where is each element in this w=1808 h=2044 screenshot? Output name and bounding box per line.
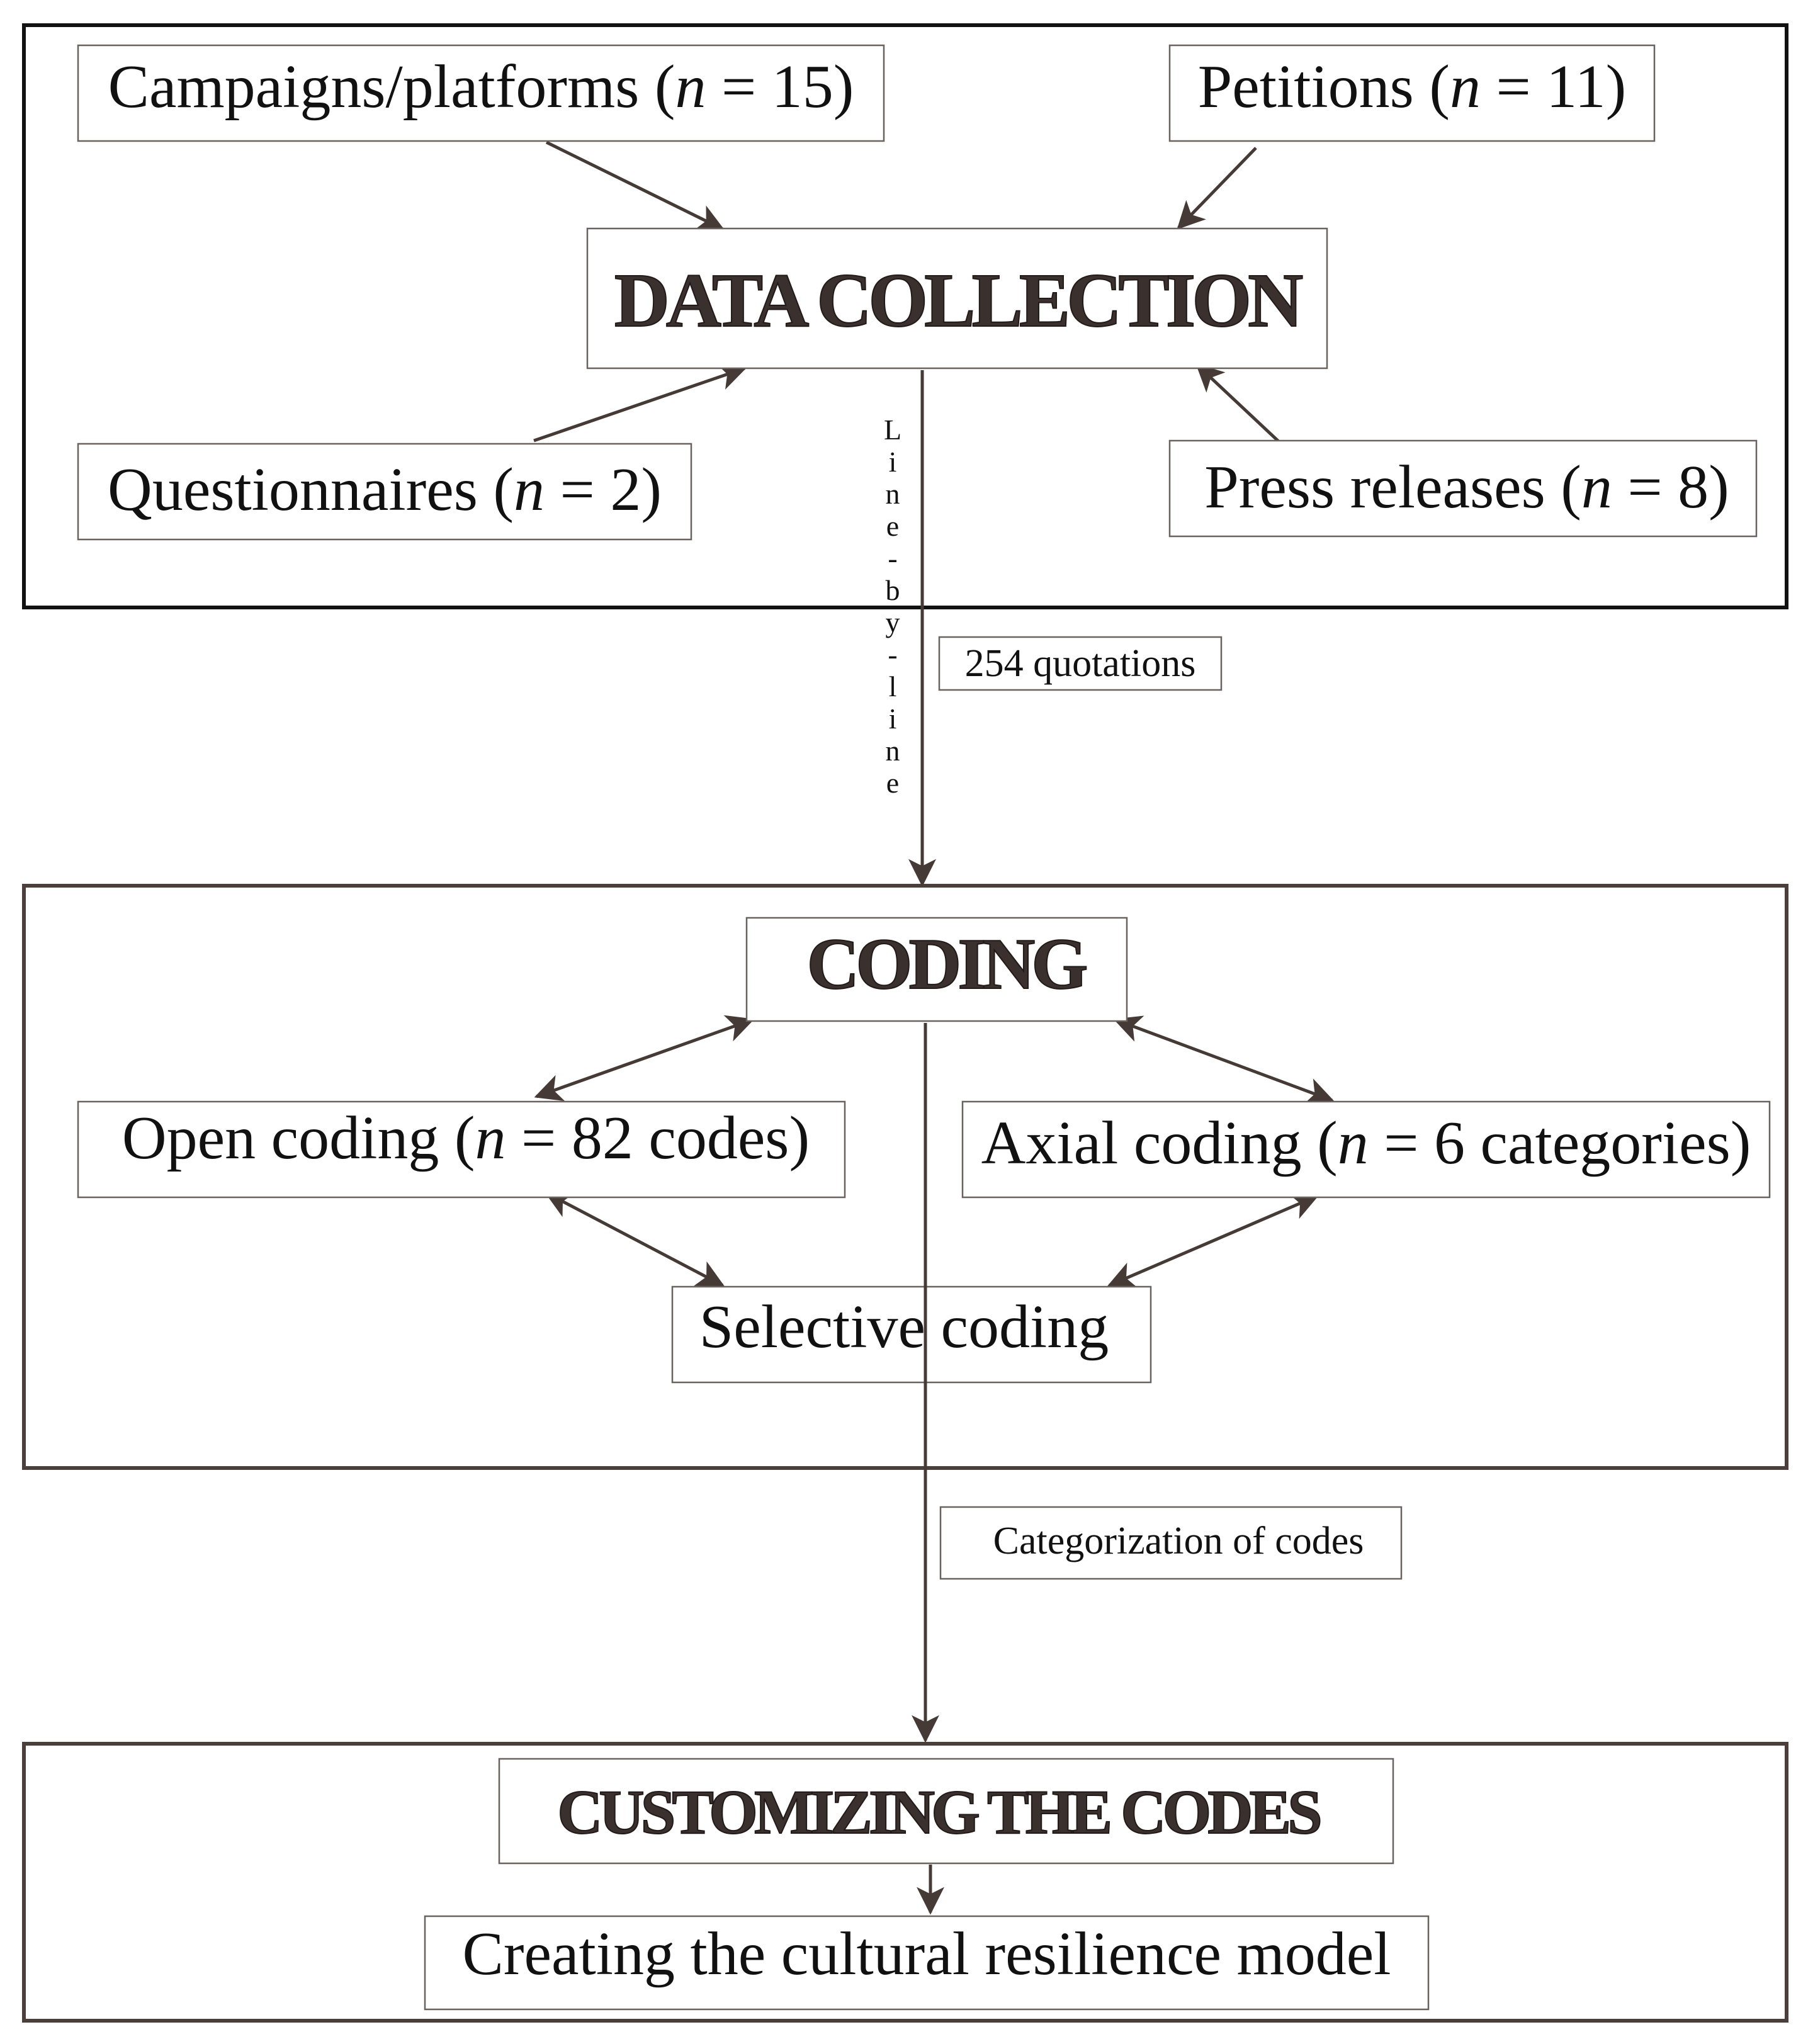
svg-text:Open coding (n = 82 codes): Open coding (n = 82 codes) xyxy=(122,1104,810,1172)
customizing-section xyxy=(22,1742,1788,2023)
campaigns-node: Campaigns/platforms (n = 15) xyxy=(77,44,885,142)
quotations-count-node: 254 quotations xyxy=(938,636,1223,691)
quotations-count-label: 254 quotations xyxy=(965,642,1196,685)
customizing-heading: CUSTOMIZING THE CODES xyxy=(557,1777,1320,1847)
line-by-line-char: - xyxy=(888,638,897,670)
axial-coding-count: = 6 categories) xyxy=(1369,1109,1751,1177)
open-selective-coding-arrow xyxy=(544,1191,725,1287)
selective-coding-label: Selective coding xyxy=(699,1293,1109,1361)
data-collection-node: DATA COLLECTION xyxy=(586,227,1328,370)
svg-text:Axial coding (n = 6 categories: Axial coding (n = 6 categories) xyxy=(981,1109,1751,1177)
coding-node: CODING xyxy=(745,917,1128,1022)
svg-text:Petitions (n = 11): Petitions (n = 11) xyxy=(1198,53,1626,121)
svg-text:Press releases (n = 8): Press releases (n = 8) xyxy=(1204,453,1729,521)
petitions-label: Petitions ( xyxy=(1198,53,1450,121)
resilience-model-label: Creating the cultural resilience model xyxy=(463,1920,1391,1988)
petitions-n: n xyxy=(1450,53,1481,121)
data-collection-section xyxy=(22,23,1788,609)
svg-text:Campaigns/platforms (n = 15): Campaigns/platforms (n = 15) xyxy=(108,53,854,121)
questionnaires-node: Questionnaires (n = 2) xyxy=(77,443,692,541)
campaigns-to-data-collection-arrow xyxy=(545,140,725,231)
selective-coding-node: Selective coding xyxy=(671,1285,1152,1384)
categorization-node: Categorization of codes xyxy=(939,1506,1403,1580)
questionnaires-to-data-collection-arrow xyxy=(533,363,747,443)
questionnaires-count: = 2) xyxy=(545,456,662,524)
axial-coding-n: n xyxy=(1338,1109,1369,1177)
line-by-line-char: n xyxy=(886,478,900,510)
line-by-line-char: y xyxy=(886,606,900,638)
categorization-label: Categorization of codes xyxy=(993,1520,1364,1562)
open-coding-count: = 82 codes) xyxy=(506,1104,810,1172)
petitions-node: Petitions (n = 11) xyxy=(1168,44,1656,142)
customizing-node: CUSTOMIZING THE CODES xyxy=(498,1758,1394,1865)
line-by-line-char: i xyxy=(889,446,897,478)
questionnaires-label: Questionnaires ( xyxy=(108,456,514,524)
petitions-count: = 11) xyxy=(1481,53,1626,121)
axial-coding-node: Axial coding (n = 6 categories) xyxy=(961,1100,1771,1199)
coding-axial-coding-arrow xyxy=(1113,1015,1335,1105)
open-coding-label: Open coding ( xyxy=(122,1104,475,1172)
data-collection-heading: DATA COLLECTION xyxy=(614,258,1302,343)
axial-coding-label: Axial coding ( xyxy=(981,1109,1338,1177)
press-releases-n: n xyxy=(1581,453,1612,521)
axial-selective-coding-arrow xyxy=(1107,1193,1319,1289)
coding-section xyxy=(22,884,1788,1470)
line-by-line-char: L xyxy=(884,414,901,446)
resilience-model-node: Creating the cultural resilience model xyxy=(424,1915,1430,2011)
press-releases-node: Press releases (n = 8) xyxy=(1168,439,1758,538)
questionnaires-n: n xyxy=(514,456,545,524)
line-by-line-char: e xyxy=(886,510,899,542)
coding-open-coding-arrow xyxy=(534,1015,755,1102)
line-by-line-char: b xyxy=(886,574,900,606)
press-releases-count: = 8) xyxy=(1612,453,1729,521)
press-releases-label: Press releases ( xyxy=(1204,453,1581,521)
campaigns-count: = 15) xyxy=(706,53,854,121)
open-coding-node: Open coding (n = 82 codes) xyxy=(77,1100,846,1199)
press-releases-to-data-collection-arrow xyxy=(1195,363,1280,443)
campaigns-n: n xyxy=(675,53,706,121)
line-by-line-char: i xyxy=(889,703,897,735)
open-coding-n: n xyxy=(475,1104,506,1172)
coding-heading: CODING xyxy=(807,924,1087,1005)
campaigns-label: Campaigns/platforms ( xyxy=(108,53,675,121)
petitions-to-data-collection-arrow xyxy=(1177,147,1257,230)
line-by-line-char: e xyxy=(886,767,899,799)
svg-text:Questionnaires (n = 2): Questionnaires (n = 2) xyxy=(108,456,662,524)
line-by-line-char: n xyxy=(886,735,900,767)
line-by-line-char: - xyxy=(888,542,897,574)
line-by-line-char: l xyxy=(889,670,897,703)
